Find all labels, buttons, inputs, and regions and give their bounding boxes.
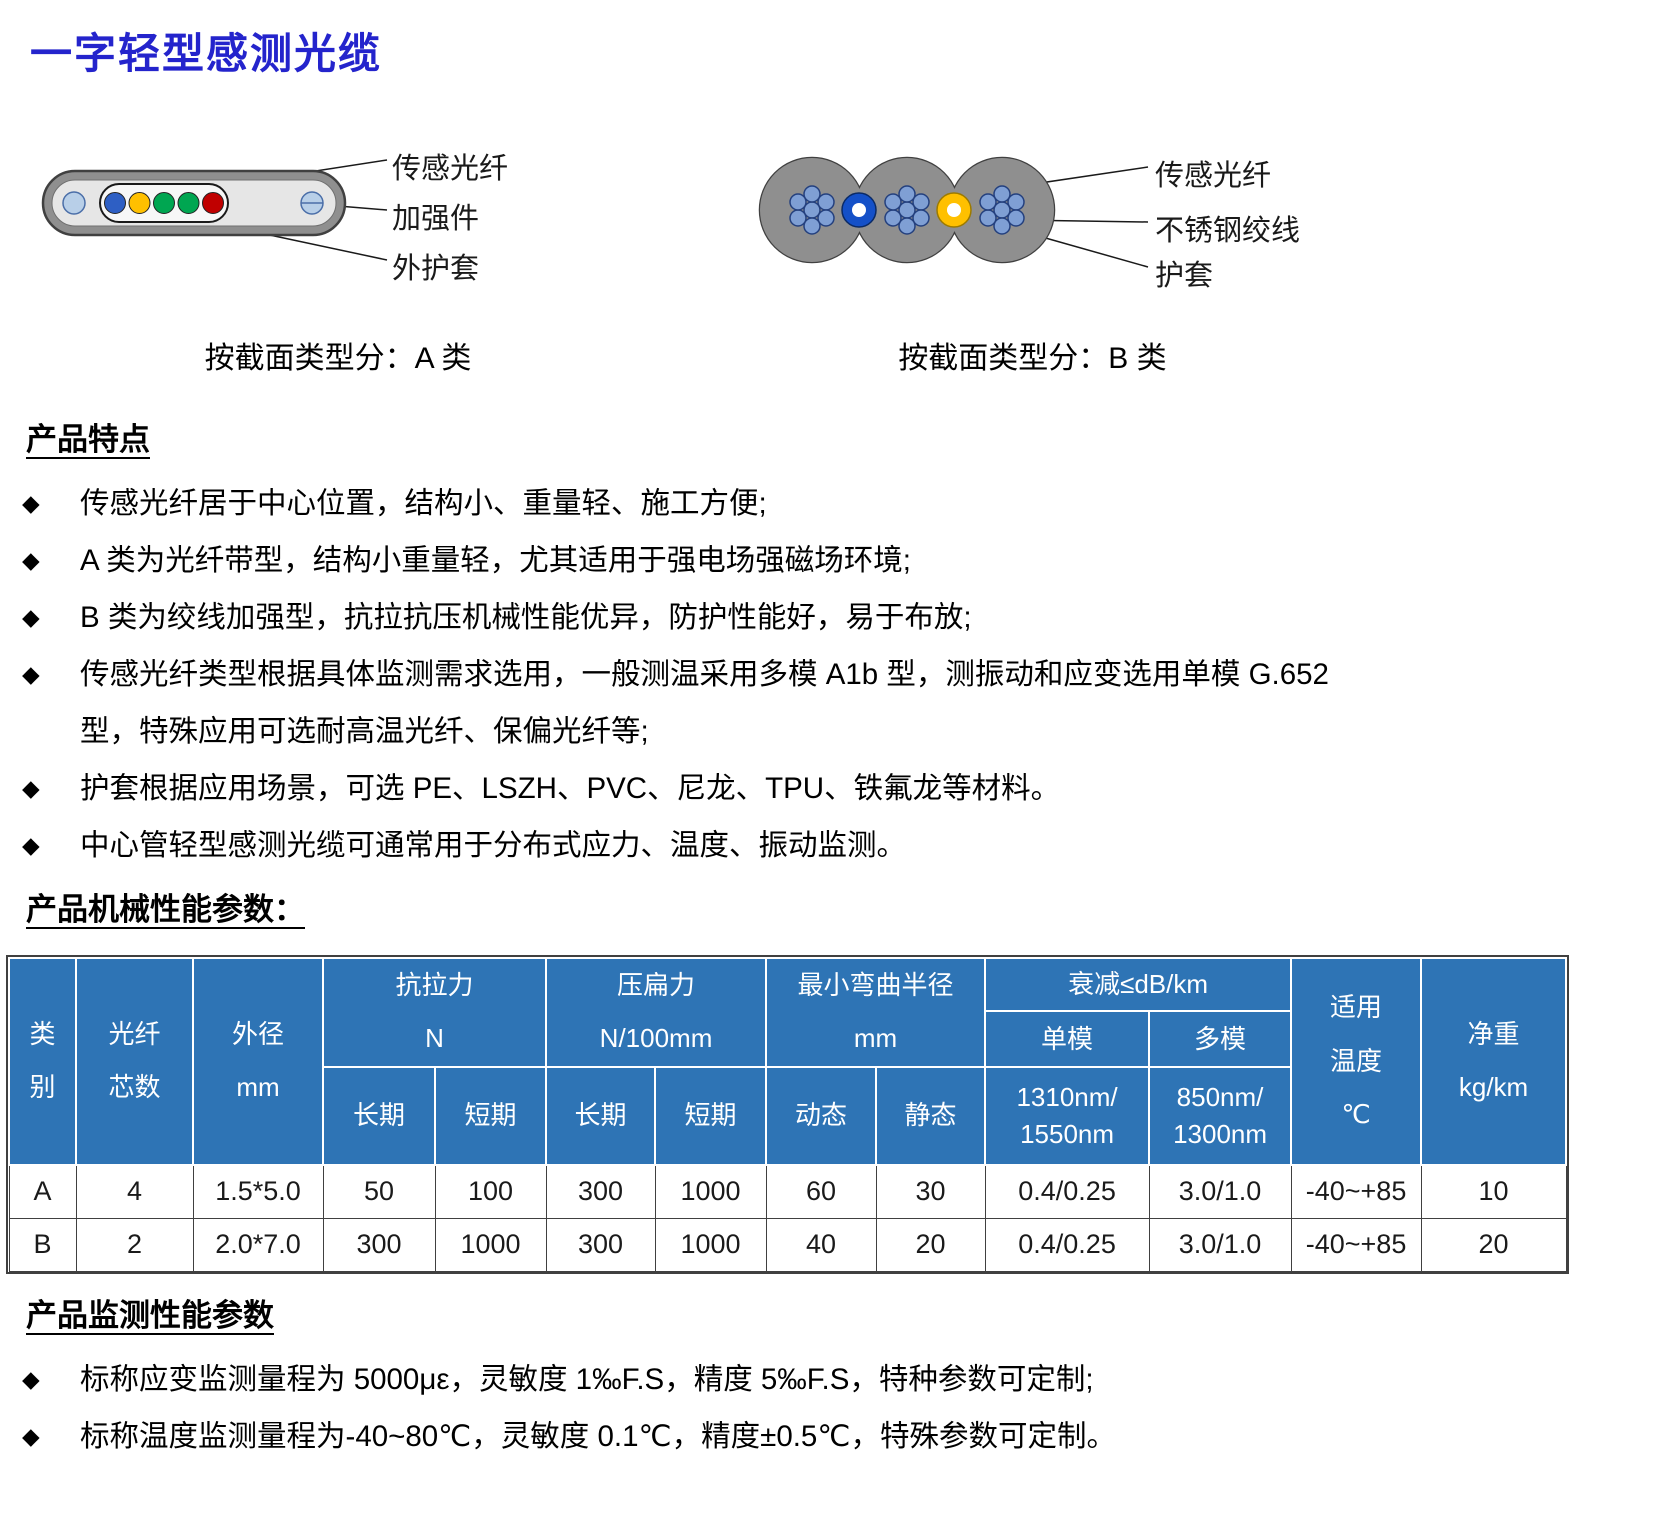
cell: 1000	[434, 1217, 547, 1272]
col-header-single-mode: 单模	[984, 1010, 1151, 1068]
cell: 60	[765, 1164, 877, 1219]
diamond-bullet-icon: ◆	[22, 547, 40, 573]
caption-type-a: 按截面类型分：A 类	[204, 342, 472, 375]
table-row-type-b: B 2 2.0*7.0 300 1000 300 1000 40 20 0.4/…	[8, 1217, 1567, 1272]
steel-strand-cluster-center	[884, 185, 930, 235]
col-header-long-term-tensile: 长期	[322, 1065, 436, 1166]
cell: 1000	[654, 1217, 767, 1272]
col-header-short-term-crush: 短期	[654, 1065, 768, 1166]
cable-cross-section-b-icon	[758, 156, 1149, 268]
feature-text: 传感光纤居于中心位置，结构小、重量轻、施工方便;	[80, 487, 767, 520]
cell: 300	[322, 1217, 436, 1272]
feature-text: 传感光纤类型根据具体监测需求选用，一般测温采用多模 A1b 型，测振动和应变选用…	[80, 658, 1329, 748]
col-header-bend-radius: 最小弯曲半径 mm	[765, 957, 987, 1068]
cell: 100	[434, 1164, 547, 1219]
feature-item: ◆ 中心管轻型感测光缆可通常用于分布式应力、温度、振动监测。	[22, 817, 1568, 874]
table-row-type-a: A 4 1.5*5.0 50 100 300 1000 60 30 0.4/0.…	[8, 1164, 1567, 1219]
monitoring-list: ◆ 标称应变监测量程为 5000με，灵敏度 1‰F.S，精度 5‰F.S，特种…	[22, 1351, 1568, 1465]
col-header-sm-wavelengths: 1310nm/ 1550nm	[984, 1065, 1151, 1166]
steel-strand-cluster-right	[979, 185, 1025, 235]
label-sheath-b: 护套	[1155, 260, 1214, 292]
fiber-ribbon-a	[99, 183, 229, 223]
cell: B	[8, 1217, 77, 1272]
features-heading: 产品特点	[26, 422, 150, 457]
sensing-fiber-blue	[841, 192, 877, 228]
diamond-bullet-icon: ◆	[22, 832, 40, 858]
diamond-bullet-icon: ◆	[22, 604, 40, 630]
col-header-category: 类 别	[8, 957, 77, 1166]
cell: 10	[1420, 1164, 1567, 1219]
col-header-mm-wavelengths: 850nm/ 1300nm	[1148, 1065, 1293, 1166]
cell: 3.0/1.0	[1148, 1164, 1292, 1219]
outer-sheath-b	[758, 156, 1056, 264]
cell: -40~+85	[1290, 1217, 1422, 1272]
col-header-outer-diameter: 外径 mm	[192, 957, 324, 1166]
feature-item: ◆ A 类为光纤带型，结构小重量轻，尤其适用于强电场强磁场环境;	[22, 532, 1568, 589]
diamond-bullet-icon: ◆	[22, 1365, 40, 1392]
cell: 1000	[654, 1164, 767, 1219]
caption-type-b: 按截面类型分：B 类	[898, 342, 1167, 375]
diagram-type-a: 传感光纤 加强件 外护套	[40, 135, 660, 300]
diagram-type-b: 传感光纤 不锈钢绞线 护套	[755, 140, 1375, 305]
cell: -40~+85	[1290, 1164, 1422, 1219]
cell: 0.4/0.25	[984, 1217, 1150, 1272]
diamond-bullet-icon: ◆	[22, 1422, 40, 1449]
mechanical-params-heading: 产品机械性能参数：	[26, 892, 305, 927]
cell: 20	[1420, 1217, 1567, 1272]
cell: 4	[75, 1164, 194, 1219]
steel-strand-cluster-left	[789, 185, 835, 235]
col-header-static: 静态	[875, 1065, 987, 1166]
col-header-crush: 压扁力 N/100mm	[545, 957, 768, 1068]
col-header-weight: 净重 kg/km	[1420, 957, 1568, 1166]
page-title: 一字轻型感测光缆	[30, 30, 383, 77]
cell: 3.0/1.0	[1148, 1217, 1292, 1272]
col-header-fiber-count: 光纤 芯数	[75, 957, 194, 1166]
diamond-bullet-icon: ◆	[22, 661, 40, 687]
cell: 2	[75, 1217, 194, 1272]
diamond-bullet-icon: ◆	[22, 775, 40, 801]
cell: A	[8, 1164, 77, 1219]
cell: 40	[765, 1217, 877, 1272]
feature-item: ◆ B 类为绞线加强型，抗拉抗压机械性能优异，防护性能好，易于布放;	[22, 589, 1568, 646]
cell: 30	[875, 1164, 986, 1219]
cell: 2.0*7.0	[192, 1217, 324, 1272]
col-header-temperature: 适用 温度 ℃	[1290, 957, 1423, 1166]
feature-text: 中心管轻型感测光缆可通常用于分布式应力、温度、振动监测。	[80, 829, 907, 862]
cell: 1.5*5.0	[192, 1164, 324, 1219]
monitoring-params-heading: 产品监测性能参数	[26, 1297, 274, 1333]
mechanical-parameters-table: 类 别 光纤 芯数 外径 mm 抗拉力 N 压扁力 N/100mm 最小弯曲半径…	[5, 955, 1570, 1274]
feature-text: A 类为光纤带型，结构小重量轻，尤其适用于强电场强磁场环境;	[80, 544, 911, 577]
cell: 0.4/0.25	[984, 1164, 1150, 1219]
cell: 300	[545, 1164, 656, 1219]
feature-text: 护套根据应用场景，可选 PE、LSZH、PVC、尼龙、TPU、铁氟龙等材料。	[80, 772, 1061, 805]
col-header-short-term-tensile: 短期	[433, 1065, 548, 1166]
label-steel-strand-b: 不锈钢绞线	[1155, 215, 1301, 247]
feature-item: ◆ 传感光纤居于中心位置，结构小、重量轻、施工方便;	[22, 475, 1568, 532]
cable-cross-section-a-icon	[41, 159, 388, 261]
strength-members-a	[62, 191, 324, 215]
cell: 50	[322, 1164, 436, 1219]
monitoring-item: ◆ 标称温度监测量程为-40~80℃，灵敏度 0.1℃，精度±0.5℃，特殊参数…	[22, 1408, 1568, 1465]
label-strength-member-a: 加强件	[392, 203, 480, 235]
monitoring-text: 标称应变监测量程为 5000με，灵敏度 1‰F.S，精度 5‰F.S，特种参数…	[80, 1362, 1094, 1396]
col-header-tensile: 抗拉力 N	[321, 957, 548, 1068]
label-sensing-fiber-b: 传感光纤	[1155, 160, 1272, 192]
cell: 300	[545, 1217, 656, 1272]
monitoring-text: 标称温度监测量程为-40~80℃，灵敏度 0.1℃，精度±0.5℃，特殊参数可定…	[80, 1419, 1116, 1453]
feature-text: B 类为绞线加强型，抗拉抗压机械性能优异，防护性能好，易于布放;	[80, 601, 972, 634]
monitoring-item: ◆ 标称应变监测量程为 5000με，灵敏度 1‰F.S，精度 5‰F.S，特种…	[22, 1351, 1568, 1408]
label-sensing-fiber-a: 传感光纤	[392, 153, 509, 185]
cell: 20	[875, 1217, 986, 1272]
feature-item: ◆ 护套根据应用场景，可选 PE、LSZH、PVC、尼龙、TPU、铁氟龙等材料。	[22, 760, 1568, 817]
col-header-long-term-crush: 长期	[545, 1065, 657, 1166]
col-header-attenuation: 衰减≤dB/km	[984, 956, 1293, 1013]
col-header-dynamic: 动态	[765, 1065, 878, 1166]
feature-item: ◆ 传感光纤类型根据具体监测需求选用，一般测温采用多模 A1b 型，测振动和应变…	[22, 646, 1568, 760]
features-list: ◆ 传感光纤居于中心位置，结构小、重量轻、施工方便; ◆ A 类为光纤带型，结构…	[22, 475, 1568, 874]
label-outer-sheath-a: 外护套	[392, 253, 480, 285]
sensing-fiber-yellow	[936, 192, 972, 228]
diamond-bullet-icon: ◆	[22, 490, 40, 516]
col-header-multi-mode: 多模	[1148, 1010, 1293, 1068]
main-content: 产品特点 ◆ 传感光纤居于中心位置，结构小、重量轻、施工方便; ◆ A 类为光纤…	[5, 414, 1570, 1465]
